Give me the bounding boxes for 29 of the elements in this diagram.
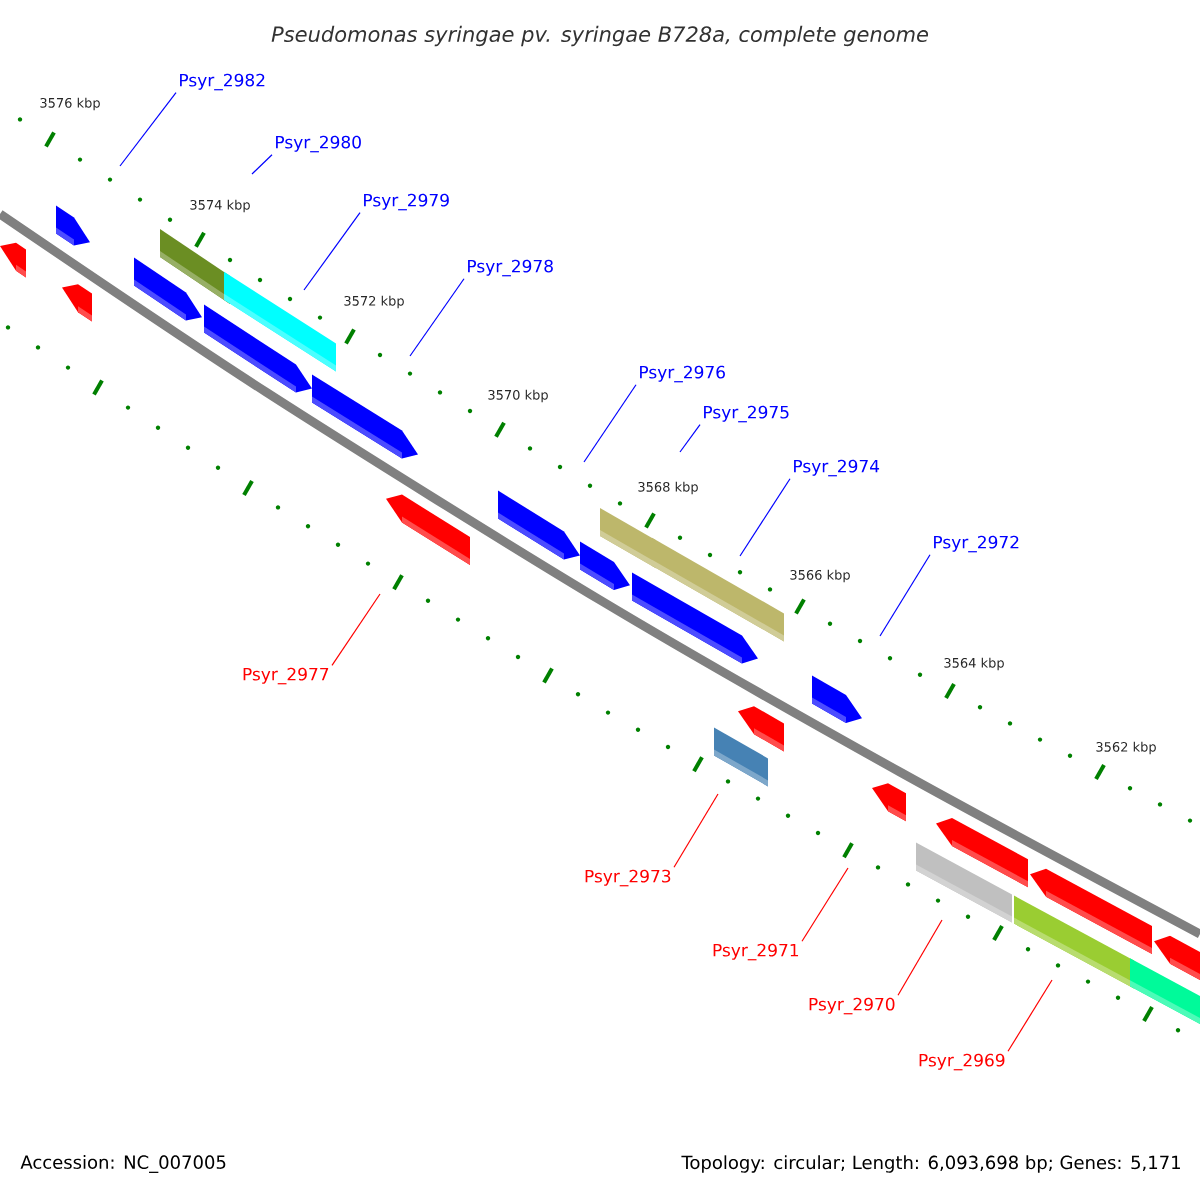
gene-label: Psyr_2982 bbox=[180, 73, 265, 91]
leader-line bbox=[583, 384, 637, 463]
footer-text: Topology: circular; Length: 6,093,698 bp; Genes: 5,171 bbox=[681, 1155, 1180, 1173]
gene-label: Psyr_2974 bbox=[794, 459, 880, 477]
gene-label: Psyr_2977 bbox=[243, 667, 329, 685]
leader-line bbox=[879, 554, 931, 637]
gene-label: Psyr_2978 bbox=[468, 259, 553, 277]
footer-text: Accession: NC_007005 bbox=[20, 1155, 226, 1173]
leader-line bbox=[801, 867, 849, 942]
leader-line bbox=[739, 478, 791, 557]
leader-line bbox=[1007, 979, 1053, 1052]
gene-label: Psyr_2973 bbox=[585, 869, 671, 887]
gene-label: Psyr_2970 bbox=[809, 997, 895, 1015]
title: Pseudomonas syringae pv. syringae B728a, complete genome bbox=[271, 25, 929, 47]
leader-line bbox=[679, 424, 701, 453]
gene-label: Psyr_2980 bbox=[276, 135, 361, 153]
leader-line bbox=[897, 919, 943, 996]
leader-line bbox=[251, 154, 273, 175]
leader-line bbox=[409, 278, 465, 357]
gene-label: Psyr_2972 bbox=[934, 535, 1019, 553]
gene-label: Psyr_2969 bbox=[919, 1053, 1005, 1071]
leader-line bbox=[673, 793, 719, 868]
gene-label: Psyr_2975 bbox=[704, 405, 789, 423]
leader-line bbox=[119, 92, 177, 167]
gene-label: Psyr_2979 bbox=[364, 193, 449, 211]
leader-line bbox=[303, 212, 361, 291]
leader-line bbox=[331, 593, 381, 666]
gene-label: Psyr_2976 bbox=[640, 365, 725, 383]
gene-label: Psyr_2971 bbox=[713, 943, 799, 961]
